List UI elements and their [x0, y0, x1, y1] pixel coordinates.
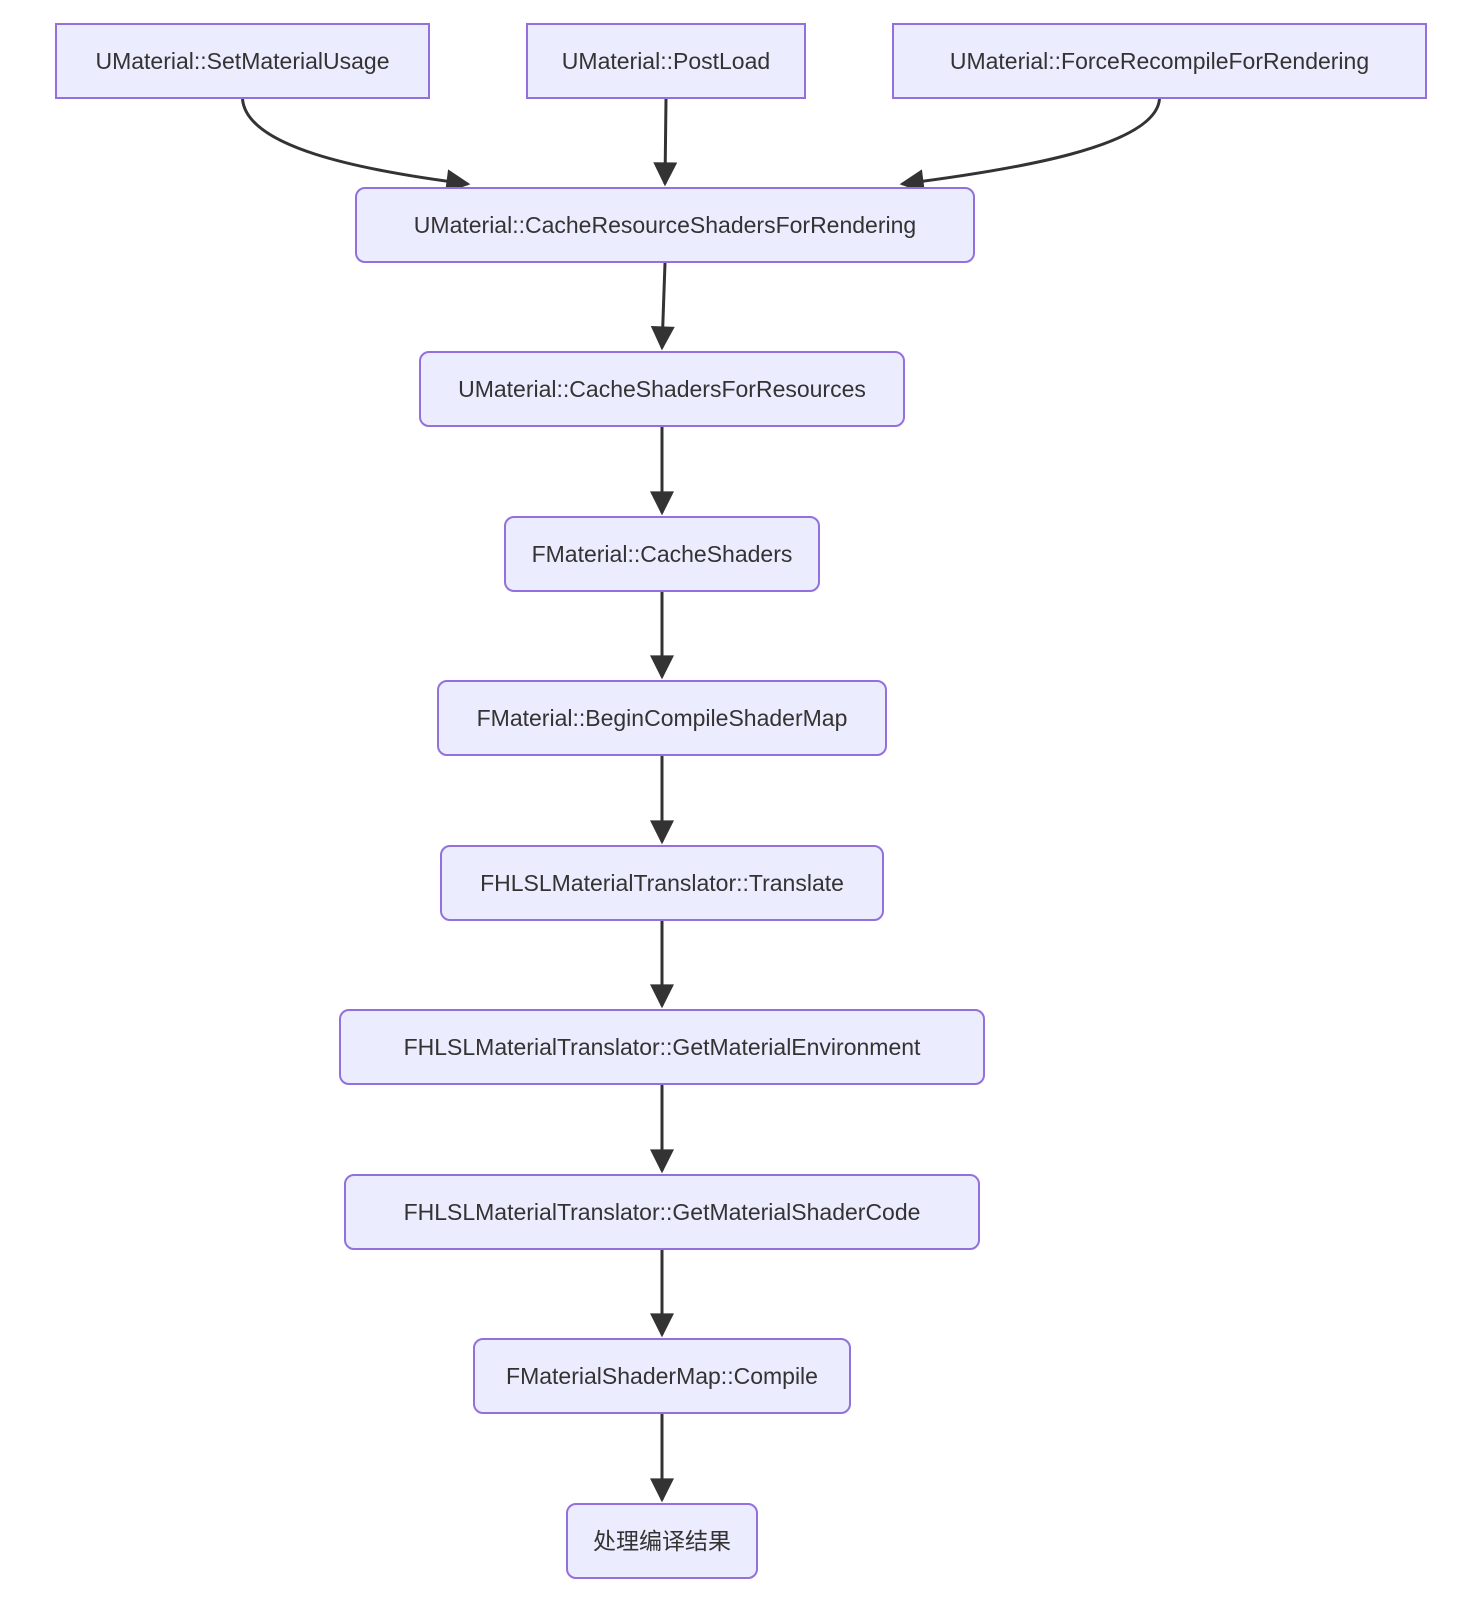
flow-node-label: FHLSLMaterialTranslator::Translate [480, 869, 844, 896]
flow-node-set-material-usage: UMaterial::SetMaterialUsage [55, 23, 430, 99]
flow-edge-set-material-usage-to-cache-resource-shaders [241, 98, 471, 194]
flow-node-label: UMaterial::PostLoad [561, 47, 771, 74]
flow-node-compile: FMaterialShaderMap::Compile [473, 1338, 851, 1414]
flow-node-cache-resource-shaders: UMaterial::CacheResourceShadersForRender… [355, 187, 975, 263]
flow-node-label: FMaterialShaderMap::Compile [506, 1362, 818, 1389]
flow-node-force-recompile: UMaterial::ForceRecompileForRendering [892, 23, 1427, 99]
flow-node-label: FHLSLMaterialTranslator::GetMaterialEnvi… [403, 1033, 921, 1060]
flow-node-cache-shaders-for-resources: UMaterial::CacheShadersForResources [419, 351, 905, 427]
flow-edge-post-load-to-cache-resource-shaders [653, 98, 678, 187]
flow-node-get-material-shader-code: FHLSLMaterialTranslator::GetMaterialShad… [344, 1174, 980, 1250]
flow-node-label: FMaterial::BeginCompileShaderMap [476, 704, 848, 731]
flow-node-label: FMaterial::CacheShaders [531, 540, 793, 567]
flow-edge-cache-resource-shaders-to-cache-shaders-for-resources [650, 262, 675, 351]
flow-edge-force-recompile-to-cache-resource-shaders [899, 98, 1161, 194]
flow-node-get-material-environment: FHLSLMaterialTranslator::GetMaterialEnvi… [339, 1009, 985, 1085]
flow-node-label: FHLSLMaterialTranslator::GetMaterialShad… [403, 1198, 921, 1225]
flow-node-label: UMaterial::SetMaterialUsage [95, 47, 390, 74]
flow-node-handle-compile-result: 处理编译结果 [566, 1503, 758, 1579]
flow-node-label: UMaterial::CacheResourceShadersForRender… [413, 211, 917, 238]
flow-node-post-load: UMaterial::PostLoad [526, 23, 806, 99]
flow-node-label: 处理编译结果 [593, 1527, 731, 1554]
flow-node-translate: FHLSLMaterialTranslator::Translate [440, 845, 884, 921]
flow-node-label: UMaterial::CacheShadersForResources [458, 375, 866, 402]
flow-node-cache-shaders: FMaterial::CacheShaders [504, 516, 820, 592]
flow-node-label: UMaterial::ForceRecompileForRendering [949, 47, 1370, 74]
flow-node-begin-compile-shader-map: FMaterial::BeginCompileShaderMap [437, 680, 887, 756]
